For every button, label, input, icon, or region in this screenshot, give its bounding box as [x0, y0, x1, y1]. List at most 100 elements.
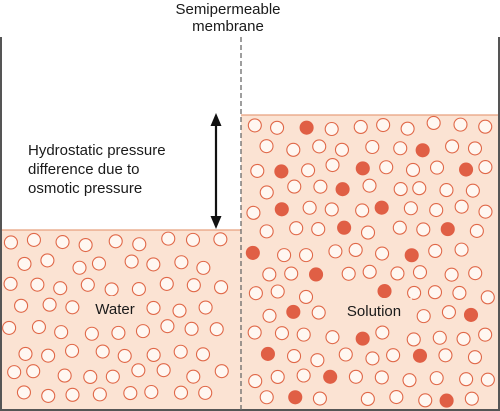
water-molecule [213, 232, 228, 247]
water-molecule [161, 231, 176, 246]
water-molecule [355, 203, 370, 218]
solute-molecule [374, 200, 389, 215]
water-molecule [312, 391, 327, 406]
water-molecule [17, 256, 32, 271]
water-molecule [296, 368, 311, 383]
water-molecule [248, 374, 263, 389]
water-molecule [376, 117, 391, 133]
water-molecule [174, 255, 189, 270]
water-molecule [41, 388, 56, 403]
water-molecule [259, 139, 274, 154]
water-molecule [465, 183, 480, 198]
water-molecule [26, 364, 41, 379]
water-molecule [299, 248, 314, 263]
water-molecule [403, 201, 418, 216]
water-molecule [262, 308, 277, 323]
water-molecule [65, 343, 80, 358]
water-molecule [198, 300, 213, 315]
water-molecule [111, 325, 126, 340]
solute-molecule [439, 393, 454, 408]
water-molecule [405, 162, 421, 178]
water-molecule [78, 237, 93, 253]
water-molecule [341, 266, 356, 281]
water-molecule [184, 321, 199, 336]
solute-molecule [355, 331, 370, 346]
water-molecule [334, 142, 350, 157]
water-molecule [390, 266, 405, 281]
water-molecule [379, 160, 394, 175]
water-molecule [95, 344, 110, 359]
water-molecule [286, 142, 301, 157]
water-molecule [365, 139, 380, 155]
solute-molecule [299, 120, 314, 135]
water-molecule [14, 298, 29, 313]
water-molecule [159, 276, 174, 291]
water-molecule [429, 160, 445, 175]
water-molecule [131, 363, 146, 378]
water-molecule [459, 372, 474, 387]
water-molecule [146, 257, 161, 272]
water-molecule [393, 141, 408, 156]
water-molecule [362, 264, 377, 279]
solute-molecule [245, 245, 260, 260]
solute-molecule [323, 369, 338, 384]
water-molecule [328, 244, 343, 259]
water-molecule [324, 121, 339, 137]
water-molecule [135, 324, 151, 339]
water-molecule [432, 330, 447, 345]
water-molecule [480, 372, 495, 387]
water-molecule [444, 267, 459, 282]
water-molecule [386, 348, 401, 363]
water-molecule [57, 368, 72, 383]
water-molecule [287, 179, 302, 194]
water-label: Water [95, 301, 134, 318]
water-molecule [365, 351, 380, 366]
annotation-line3: osmotic pressure [28, 180, 142, 197]
water-molecule [312, 139, 327, 154]
water-molecule [412, 181, 427, 196]
water-molecule [262, 267, 277, 282]
solute-molecule [412, 348, 428, 363]
water-molecule [3, 235, 18, 250]
water-molecule [146, 300, 161, 316]
water-molecule [31, 320, 46, 335]
solute-molecule [377, 284, 392, 299]
water-molecule [416, 222, 431, 237]
water-molecule [92, 387, 107, 402]
water-molecule [400, 121, 415, 136]
water-molecule [83, 369, 98, 385]
water-molecule [468, 266, 483, 281]
water-molecule [478, 204, 493, 219]
water-molecule [3, 276, 18, 291]
water-molecule [196, 260, 211, 275]
solute-molecule [337, 220, 352, 235]
water-molecule [156, 363, 171, 378]
solute-molecule [355, 161, 370, 176]
water-molecule [186, 369, 201, 384]
water-molecule [18, 346, 33, 361]
water-molecule [124, 254, 139, 269]
water-molecule [353, 119, 368, 135]
water-molecule [16, 385, 32, 400]
water-molecule [324, 202, 339, 217]
water-molecule [131, 282, 146, 297]
solute-molecule [260, 346, 275, 361]
water-molecule [259, 390, 274, 405]
water-molecule [186, 278, 201, 293]
water-molecule [416, 309, 431, 324]
water-molecule [209, 322, 224, 337]
water-molecule [146, 347, 161, 363]
solute-molecule [440, 222, 455, 237]
water-molecule [2, 320, 17, 335]
water-molecule [277, 248, 292, 263]
water-molecule [360, 391, 375, 407]
water-molecule [91, 256, 107, 271]
water-molecule [160, 319, 175, 334]
water-molecule [454, 199, 469, 214]
water-molecule [214, 280, 229, 295]
water-molecule [360, 225, 376, 240]
water-molecule [452, 285, 467, 301]
water-molecule [259, 185, 274, 200]
water-molecule [259, 224, 274, 239]
